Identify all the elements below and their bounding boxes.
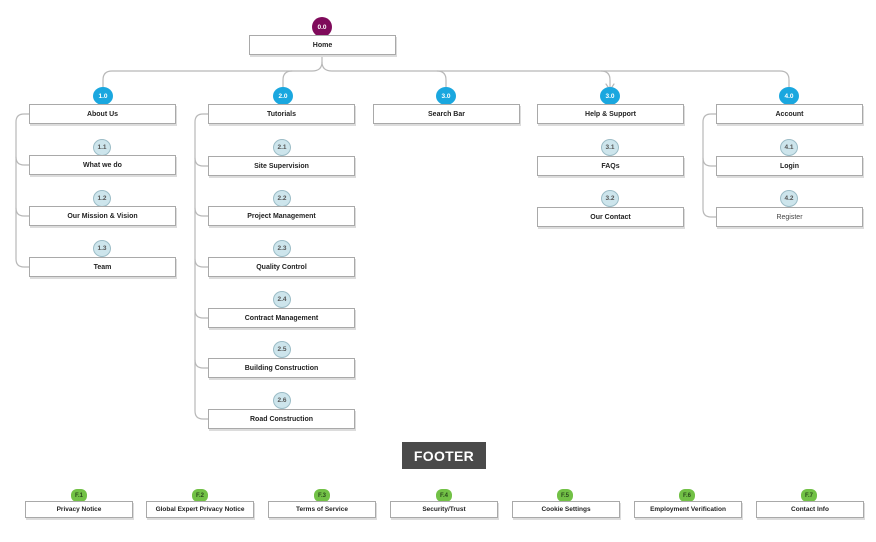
search-bar-badge: 3.0 bbox=[436, 87, 456, 105]
tutorial-child-badge: 2.2 bbox=[273, 190, 291, 207]
about-child-node[interactable]: Our Mission & Vision bbox=[29, 206, 176, 226]
about-us-node[interactable]: About Us bbox=[29, 104, 176, 124]
tutorial-child-badge: 2.1 bbox=[273, 139, 291, 156]
account-child-node[interactable]: Register bbox=[716, 207, 863, 227]
footer-item[interactable]: Cookie Settings bbox=[512, 501, 620, 518]
footer-item[interactable]: Employment Verification bbox=[634, 501, 742, 518]
help-child-node[interactable]: FAQs bbox=[537, 156, 684, 176]
help-child-badge: 3.1 bbox=[601, 139, 619, 156]
home-node[interactable]: Home bbox=[249, 35, 396, 55]
tutorials-node[interactable]: Tutorials bbox=[208, 104, 355, 124]
account-node[interactable]: Account bbox=[716, 104, 863, 124]
tutorial-child-node[interactable]: Contract Management bbox=[208, 308, 355, 328]
footer-item-badge: F.6 bbox=[679, 489, 695, 502]
tutorial-child-node[interactable]: Road Construction bbox=[208, 409, 355, 429]
tutorial-child-node[interactable]: Building Construction bbox=[208, 358, 355, 378]
tutorial-child-badge: 2.6 bbox=[273, 392, 291, 409]
search-bar-node[interactable]: Search Bar bbox=[373, 104, 520, 124]
account-badge: 4.0 bbox=[779, 87, 799, 105]
tutorial-child-badge: 2.5 bbox=[273, 341, 291, 358]
help-support-node[interactable]: Help & Support bbox=[537, 104, 684, 124]
tutorial-child-badge: 2.4 bbox=[273, 291, 291, 308]
home-badge: 0.0 bbox=[312, 17, 332, 37]
tutorials-badge: 2.0 bbox=[273, 87, 293, 105]
tutorial-child-node[interactable]: Project Management bbox=[208, 206, 355, 226]
about-child-node[interactable]: Team bbox=[29, 257, 176, 277]
footer-title: FOOTER bbox=[402, 442, 486, 469]
account-child-badge: 4.1 bbox=[780, 139, 798, 156]
help-child-badge: 3.2 bbox=[601, 190, 619, 207]
footer-item-badge: F.1 bbox=[71, 489, 87, 502]
footer-item-badge: F.7 bbox=[801, 489, 817, 502]
about-child-badge: 1.3 bbox=[93, 240, 111, 257]
footer-item[interactable]: Security/Trust bbox=[390, 501, 498, 518]
tutorial-child-node[interactable]: Site Supervision bbox=[208, 156, 355, 176]
tutorial-child-badge: 2.3 bbox=[273, 240, 291, 257]
footer-item[interactable]: Contact Info bbox=[756, 501, 864, 518]
footer-item-badge: F.4 bbox=[436, 489, 452, 502]
account-child-badge: 4.2 bbox=[780, 190, 798, 207]
about-child-badge: 1.1 bbox=[93, 139, 111, 156]
footer-item-badge: F.2 bbox=[192, 489, 208, 502]
footer-item[interactable]: Global Expert Privacy Notice bbox=[146, 501, 254, 518]
about-child-node[interactable]: What we do bbox=[29, 155, 176, 175]
about-us-badge: 1.0 bbox=[93, 87, 113, 105]
footer-item-badge: F.5 bbox=[557, 489, 573, 502]
help-support-badge: 3.0 bbox=[600, 87, 620, 105]
tutorial-child-node[interactable]: Quality Control bbox=[208, 257, 355, 277]
footer-item-badge: F.3 bbox=[314, 489, 330, 502]
about-child-badge: 1.2 bbox=[93, 190, 111, 207]
footer-item[interactable]: Privacy Notice bbox=[25, 501, 133, 518]
help-child-node[interactable]: Our Contact bbox=[537, 207, 684, 227]
account-child-node[interactable]: Login bbox=[716, 156, 863, 176]
footer-item[interactable]: Terms of Service bbox=[268, 501, 376, 518]
